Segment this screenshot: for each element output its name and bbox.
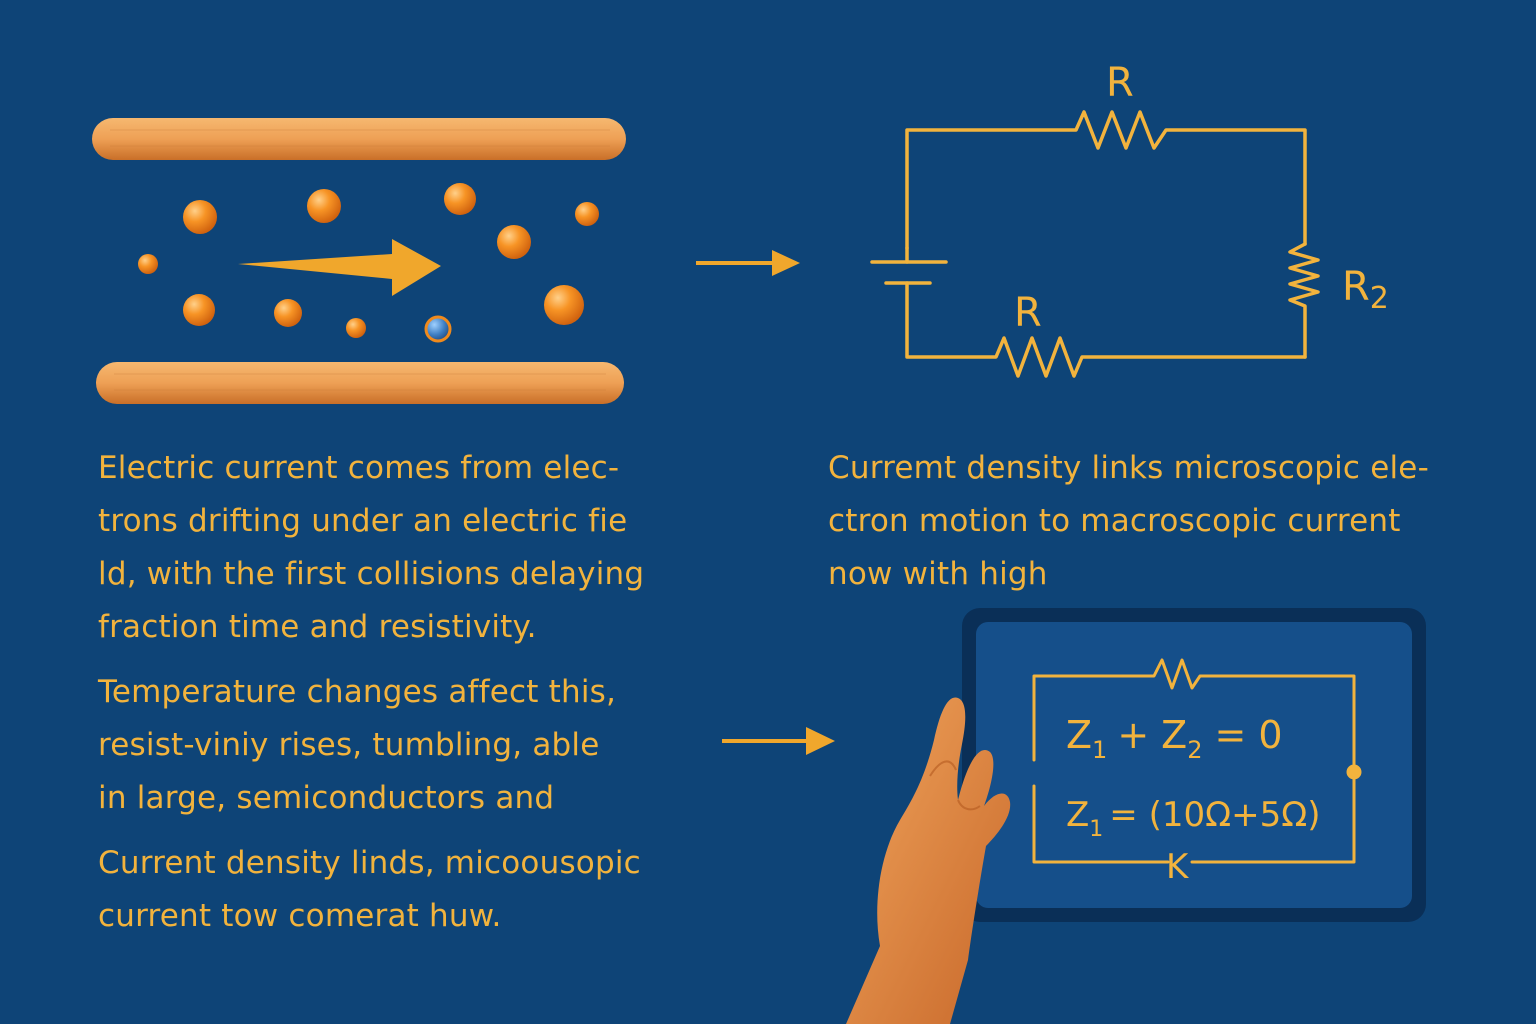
- electron: [346, 318, 366, 338]
- text-line: in large, semiconductors and: [98, 780, 555, 816]
- bottom-wire: [905, 281, 1307, 378]
- circuit-diagram: [870, 110, 1320, 378]
- text-line: now with high: [828, 556, 1048, 592]
- text-line: Curremt density links microscopic ele-: [828, 450, 1429, 486]
- left-paragraph-2: Temperature changes affect this, resist-…: [98, 666, 616, 825]
- right-resistor-label: R2: [1342, 264, 1389, 316]
- tablet-equation-1: Z1+Z2= 0: [1066, 713, 1283, 764]
- tablet-circuit: [1032, 658, 1362, 864]
- right-resistor: [1288, 242, 1320, 359]
- electron: [138, 254, 158, 274]
- left-paragraph-1: Electric current comes from elec- trons …: [98, 442, 644, 654]
- text-line: Current density linds, micoousopic: [98, 845, 641, 881]
- electron: [497, 225, 531, 259]
- right-paragraph-1: Curremt density links microscopic ele- c…: [828, 442, 1429, 601]
- top-resistor-label: R: [1106, 60, 1134, 106]
- electron: [183, 200, 217, 234]
- electron: [274, 299, 302, 327]
- text-line: resist-viniy rises, tumbling, able: [98, 727, 600, 763]
- bottom-conductor-rod: [96, 362, 624, 404]
- tablet-bottom-label: K: [1166, 847, 1190, 887]
- text-line: current tow comerat huw.: [98, 898, 502, 934]
- electrons: [138, 183, 599, 343]
- tablet-equation-2: Z1= (10Ω+5Ω): [1066, 795, 1320, 842]
- hole-particle: [424, 315, 452, 343]
- text-line: ld, with the first collisions delaying: [98, 556, 645, 592]
- electron: [575, 202, 599, 226]
- top-wire: [905, 110, 1307, 250]
- arrow-to-circuit: [696, 250, 800, 276]
- hand-illustration: [846, 697, 1011, 1024]
- electron: [183, 294, 215, 326]
- text-line: trons drifting under an electric fie: [98, 503, 628, 539]
- drift-arrow: [238, 239, 441, 296]
- conductor-illustration: [92, 118, 626, 404]
- bottom-resistor-label: R: [1014, 290, 1042, 336]
- text-line: ctron motion to macroscopic current: [828, 503, 1401, 539]
- text-line: Temperature changes affect this,: [98, 674, 617, 710]
- electron: [544, 285, 584, 325]
- text-line: Electric current comes from elec-: [98, 450, 620, 486]
- arrow-to-tablet: [722, 727, 835, 755]
- top-conductor-rod: [92, 118, 626, 160]
- left-paragraph-3: Current density linds, micoousopic curre…: [98, 837, 641, 943]
- text-line: fraction time and resistivity.: [98, 609, 537, 645]
- electron: [444, 183, 476, 215]
- electron: [307, 189, 341, 223]
- tablet-device: Z1+Z2= 0 Z1= (10Ω+5Ω) K: [962, 608, 1426, 922]
